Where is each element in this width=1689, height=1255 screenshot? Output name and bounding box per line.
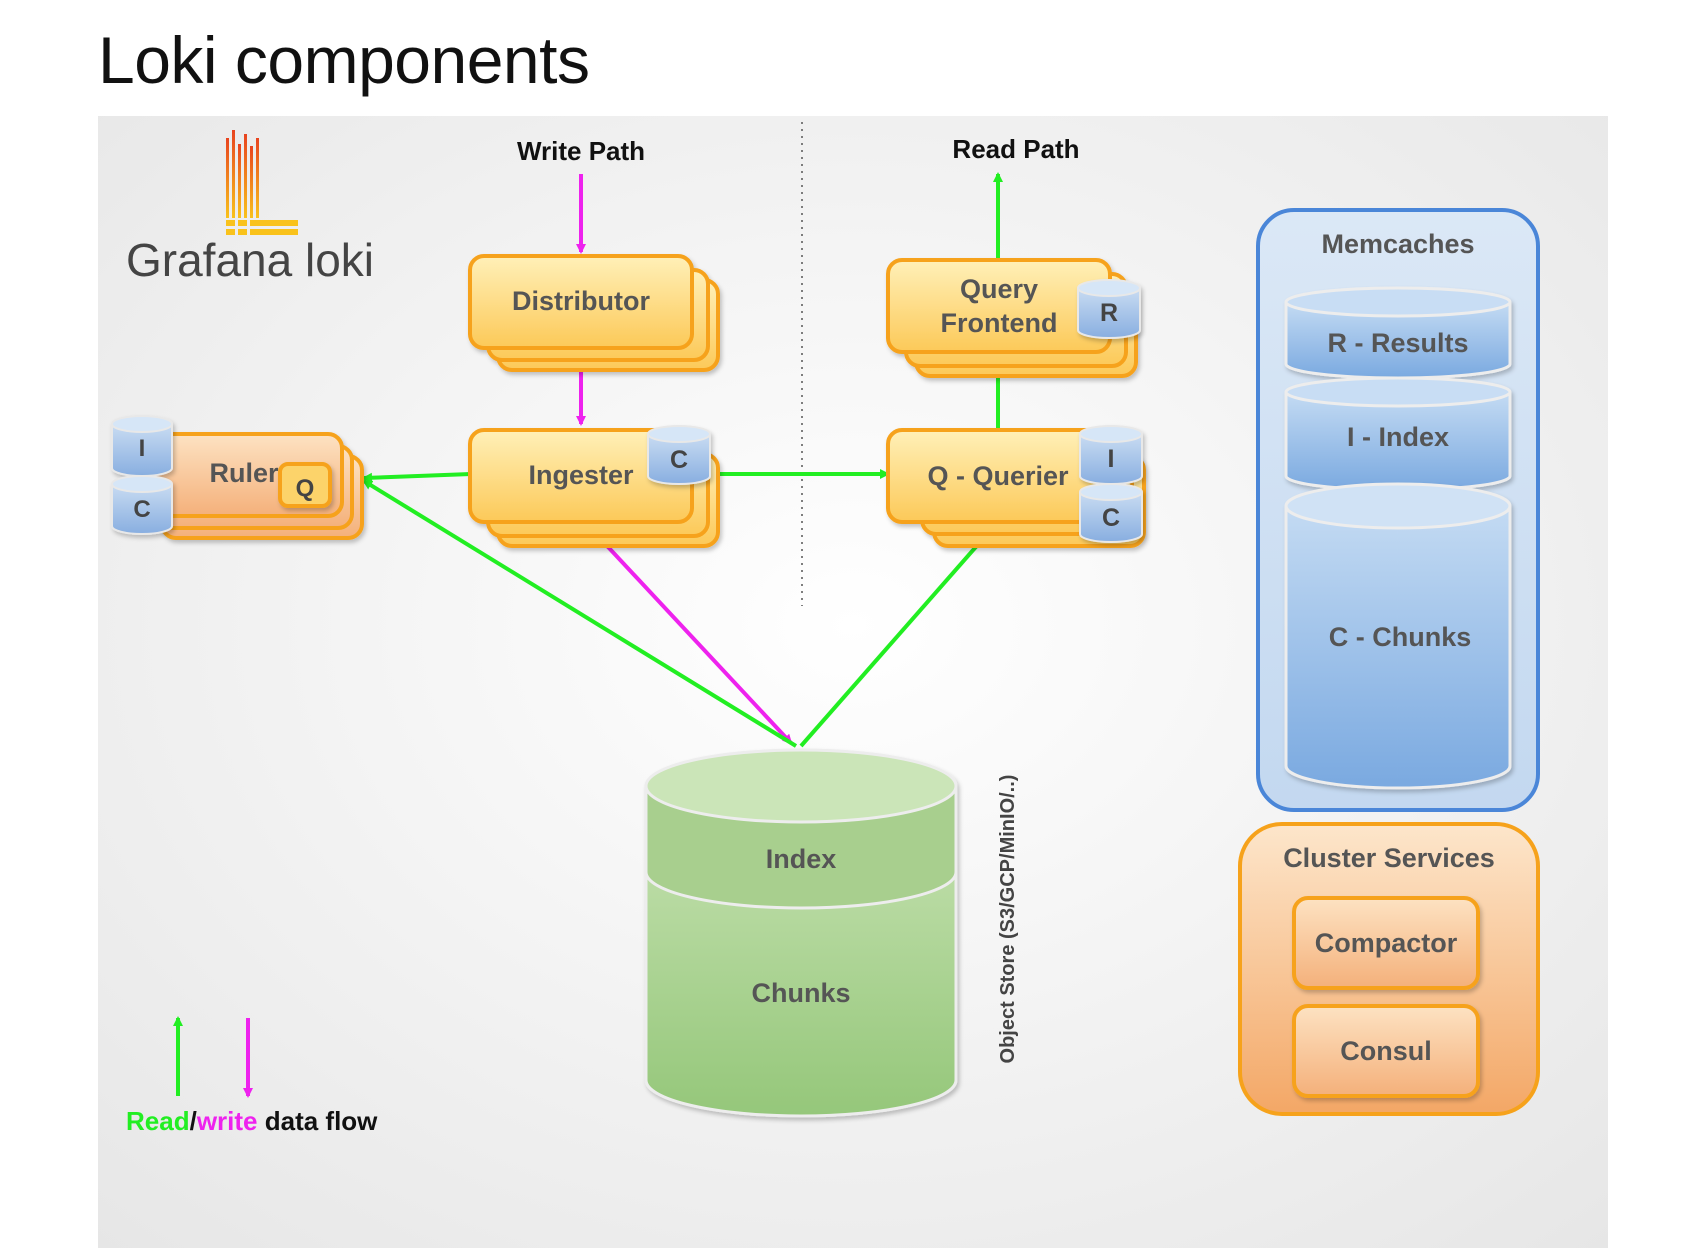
- consul-label: Consul: [1340, 1036, 1432, 1066]
- compactor-label: Compactor: [1315, 928, 1458, 958]
- legend-rest: data flow: [258, 1106, 379, 1136]
- legend: Read/write data flow: [126, 1016, 378, 1136]
- query-frontend-label-line1: Query: [960, 274, 1038, 304]
- cluster-services-title: Cluster Services: [1283, 843, 1495, 873]
- legend-write: write: [196, 1106, 258, 1136]
- ingester-chunks-cache-badge: [647, 425, 711, 485]
- read-path-label: Read Path: [952, 134, 1079, 164]
- memcaches-title: Memcaches: [1321, 229, 1474, 259]
- loki-architecture-diagram: Grafana loki Write Path Read Path Distri…: [98, 116, 1608, 1248]
- query-frontend-badge-r: R: [1100, 299, 1118, 327]
- object-store-cylinder: [644, 748, 958, 1118]
- memcache-results-label: R - Results: [1327, 328, 1468, 358]
- querier-badge-c: C: [1102, 504, 1120, 532]
- loki-logo-icon: [226, 130, 298, 235]
- page-title: Loki components: [98, 23, 590, 97]
- ingester-badge-c: C: [670, 446, 688, 474]
- legend-slash: /: [190, 1106, 197, 1136]
- consul-box: [1292, 1004, 1480, 1098]
- querier-chunks-cache-badge: [1079, 483, 1143, 543]
- query-frontend-label-line2: Frontend: [941, 308, 1058, 338]
- query-frontend-results-cache-badge: [1077, 279, 1141, 339]
- distributor-label: Distributor: [512, 286, 650, 316]
- memcache-chunks-label: C - Chunks: [1329, 622, 1472, 652]
- arrow-store-to-ruler: [362, 479, 798, 748]
- ruler-label: Ruler: [209, 458, 279, 488]
- querier-badge-i: I: [1108, 445, 1115, 473]
- ruler-badge-c: C: [133, 496, 150, 523]
- write-path-label: Write Path: [517, 136, 645, 166]
- ruler-badge-q: Q: [296, 475, 315, 502]
- object-store-label: Object Store (S3/GCP/MinIO/..): [997, 775, 1019, 1064]
- ruler-chunks-cache-badge: [111, 475, 173, 535]
- memcache-results-cylinder: [1284, 286, 1512, 380]
- arrow-store-to-querier: [799, 522, 998, 748]
- arrow-ingester-to-ruler: [362, 472, 472, 483]
- ruler-badge-i: I: [139, 435, 146, 462]
- object-store-chunks-label: Chunks: [751, 978, 850, 1008]
- distributor-component: [468, 254, 720, 372]
- compactor-box: [1292, 896, 1480, 990]
- querier-label: Q - Querier: [927, 461, 1069, 491]
- arrow-ingester-to-store: [579, 516, 793, 745]
- memcache-index-label: I - Index: [1347, 422, 1449, 452]
- ruler-querier-badge: [278, 462, 332, 508]
- grafana-loki-logo: Grafana loki: [126, 130, 374, 286]
- legend-read: Read: [126, 1106, 190, 1136]
- object-store-index-label: Index: [766, 844, 837, 874]
- ingester-label: Ingester: [528, 460, 634, 490]
- logo-text: Grafana loki: [126, 234, 374, 286]
- ruler-index-cache-badge: [111, 415, 173, 477]
- memcache-chunks-cylinder: [1284, 482, 1512, 790]
- legend-text: Read/write data flow: [126, 1106, 378, 1136]
